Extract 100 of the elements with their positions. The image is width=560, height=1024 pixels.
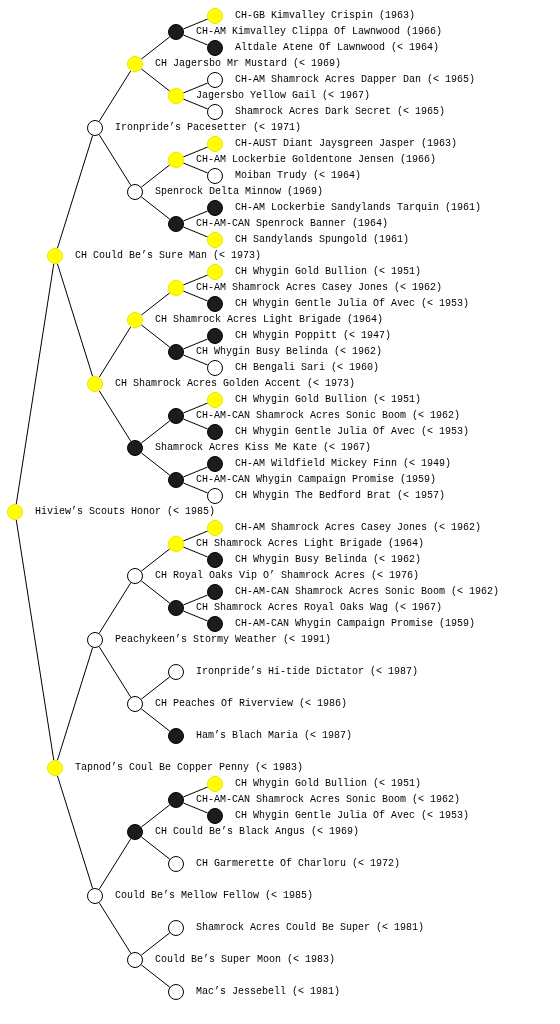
connector-line xyxy=(182,786,209,798)
connector-line xyxy=(140,196,171,220)
name-label: CH-AM-CAN Shamrock Acres Sonic Boom (< 1962) xyxy=(235,586,500,598)
connector-line xyxy=(140,292,171,316)
connector-line xyxy=(182,162,209,174)
connector-line xyxy=(98,646,132,698)
name-label: Hiview’s Scouts Honor (< 1985) xyxy=(35,506,216,518)
name-label: CH Whygin Gold Bullion (< 1951) xyxy=(235,778,422,790)
connector-line xyxy=(182,210,209,222)
connector-line xyxy=(56,135,94,249)
connector-line xyxy=(182,18,209,30)
name-label: CH-AM Lockerbie Sandylands Tarquin (1961) xyxy=(235,202,482,214)
connector-line xyxy=(98,902,132,954)
connector-line xyxy=(182,274,209,286)
connector-line xyxy=(140,708,171,732)
connector-line xyxy=(140,452,171,476)
connector-line xyxy=(182,482,209,494)
name-label: Could Be’s Super Moon (< 1983) xyxy=(155,954,336,966)
connector-line xyxy=(140,548,171,572)
name-label: CH Whygin Poppitt (< 1947) xyxy=(235,330,392,342)
name-label: Peachykeen’s Stormy Weather (< 1991) xyxy=(115,634,332,646)
connector-line xyxy=(98,582,132,634)
name-label: CH-GB Kimvalley Crispin (1963) xyxy=(235,10,416,22)
name-label: CH Whygin Gentle Julia Of Avec (< 1953) xyxy=(235,426,470,438)
name-label: Altdale Atene Of Lawnwood (< 1964) xyxy=(235,42,440,54)
name-label: CH Whygin Gentle Julia Of Avec (< 1953) xyxy=(235,810,470,822)
connector-line xyxy=(140,324,171,348)
connector-line xyxy=(182,802,209,814)
name-label: Shamrock Acres Kiss Me Kate (< 1967) xyxy=(155,442,372,454)
connector-line xyxy=(15,519,55,761)
name-label: Jagersbo Yellow Gail (< 1967) xyxy=(196,90,371,102)
connector-line xyxy=(98,326,132,378)
connector-line xyxy=(140,804,171,828)
name-label: CH Peaches Of Riverview (< 1986) xyxy=(155,698,348,710)
connector-line xyxy=(98,390,132,442)
name-label: Mac’s Jessebell (< 1981) xyxy=(196,986,341,998)
name-label: CH-AM Wildfield Mickey Finn (< 1949) xyxy=(235,458,452,470)
connector-line xyxy=(98,838,132,890)
connector-line xyxy=(182,338,209,350)
name-label: CH Could Be’s Sure Man (< 1973) xyxy=(75,250,262,262)
connector-line xyxy=(98,134,132,186)
name-label: CH-AM-CAN Shamrock Acres Sonic Boom (< 1962) xyxy=(196,794,461,806)
name-label: Moiban Trudy (< 1964) xyxy=(235,170,362,182)
name-label: Spenrock Delta Minnow (1969) xyxy=(155,186,324,198)
name-label: CH Whygin Gentle Julia Of Avec (< 1953) xyxy=(235,298,470,310)
name-label: Shamrock Acres Could Be Super (< 1981) xyxy=(196,922,425,934)
connector-line xyxy=(15,263,55,505)
connector-line xyxy=(140,36,171,60)
name-label: CH Garmerette Of Charloru (< 1972) xyxy=(196,858,401,870)
name-label: CH Shamrock Acres Golden Accent (< 1973) xyxy=(115,378,356,390)
name-label: CH Whygin The Bedford Brat (< 1957) xyxy=(235,490,446,502)
name-label: CH Shamrock Acres Light Brigade (1964) xyxy=(196,538,425,550)
name-label: CH-AM Kimvalley Clippa Of Lawnwood (1966) xyxy=(196,26,443,38)
name-label: CH-AM-CAN Spenrock Banner (1964) xyxy=(196,218,389,230)
name-label: CH Whygin Gold Bullion (< 1951) xyxy=(235,394,422,406)
name-label: CH-AM Shamrock Acres Casey Jones (< 1962) xyxy=(235,522,482,534)
name-label: CH Bengali Sari (< 1960) xyxy=(235,362,380,374)
connector-line xyxy=(140,164,171,188)
connector-line xyxy=(182,82,209,94)
connector-line xyxy=(182,594,209,606)
connector-line xyxy=(140,580,171,604)
name-label: CH Could Be’s Black Angus (< 1969) xyxy=(155,826,360,838)
connector-line xyxy=(182,226,209,238)
name-label: CH-AM-CAN Whygin Campaign Promise (1959) xyxy=(235,618,476,630)
connector-line xyxy=(56,647,94,761)
name-label: CH Whygin Gold Bullion (< 1951) xyxy=(235,266,422,278)
name-label: CH-AM-CAN Shamrock Acres Sonic Boom (< 1962) xyxy=(196,410,461,422)
name-label: CH Royal Oaks Vip O’ Shamrock Acres (< 1976) xyxy=(155,570,420,582)
name-label: CH Shamrock Acres Light Brigade (1964) xyxy=(155,314,384,326)
connector-line xyxy=(182,530,209,542)
connector-line xyxy=(182,402,209,414)
connector-line xyxy=(140,68,171,92)
name-label: CH-AM Shamrock Acres Casey Jones (< 1962) xyxy=(196,282,443,294)
name-label: CH-AM-CAN Whygin Campaign Promise (1959) xyxy=(196,474,437,486)
connector-line xyxy=(140,836,171,860)
connector-line xyxy=(182,418,209,430)
connector-line xyxy=(140,932,171,956)
name-label: Ironpride’s Pacesetter (< 1971) xyxy=(115,122,302,134)
connector-line xyxy=(56,775,94,889)
connector-line xyxy=(140,964,171,988)
name-label: CH Whygin Busy Belinda (< 1962) xyxy=(235,554,422,566)
connector-line xyxy=(140,676,171,700)
connector-line xyxy=(182,290,209,302)
name-label: Shamrock Acres Dark Secret (< 1965) xyxy=(235,106,446,118)
name-label: CH-AUST Diant Jaysgreen Jasper (1963) xyxy=(235,138,458,150)
name-label: Tapnod’s Coul Be Copper Penny (< 1983) xyxy=(75,762,304,774)
connector-line xyxy=(182,466,209,478)
name-label: Ham’s Blach Maria (< 1987) xyxy=(196,730,353,742)
connector-line xyxy=(182,146,209,158)
connector-line xyxy=(182,610,209,622)
connector-line xyxy=(182,34,209,46)
connector-line xyxy=(182,98,209,110)
name-label: CH Whygin Busy Belinda (< 1962) xyxy=(196,346,383,358)
connector-line xyxy=(98,70,132,122)
name-label: CH-AM Lockerbie Goldentone Jensen (1966) xyxy=(196,154,437,166)
name-label: Ironpride’s Hi-tide Dictator (< 1987) xyxy=(196,666,419,678)
connector-line xyxy=(182,546,209,558)
connector-line xyxy=(56,263,94,377)
name-label: CH Sandylands Spungold (1961) xyxy=(235,234,410,246)
connector-line xyxy=(182,354,209,366)
